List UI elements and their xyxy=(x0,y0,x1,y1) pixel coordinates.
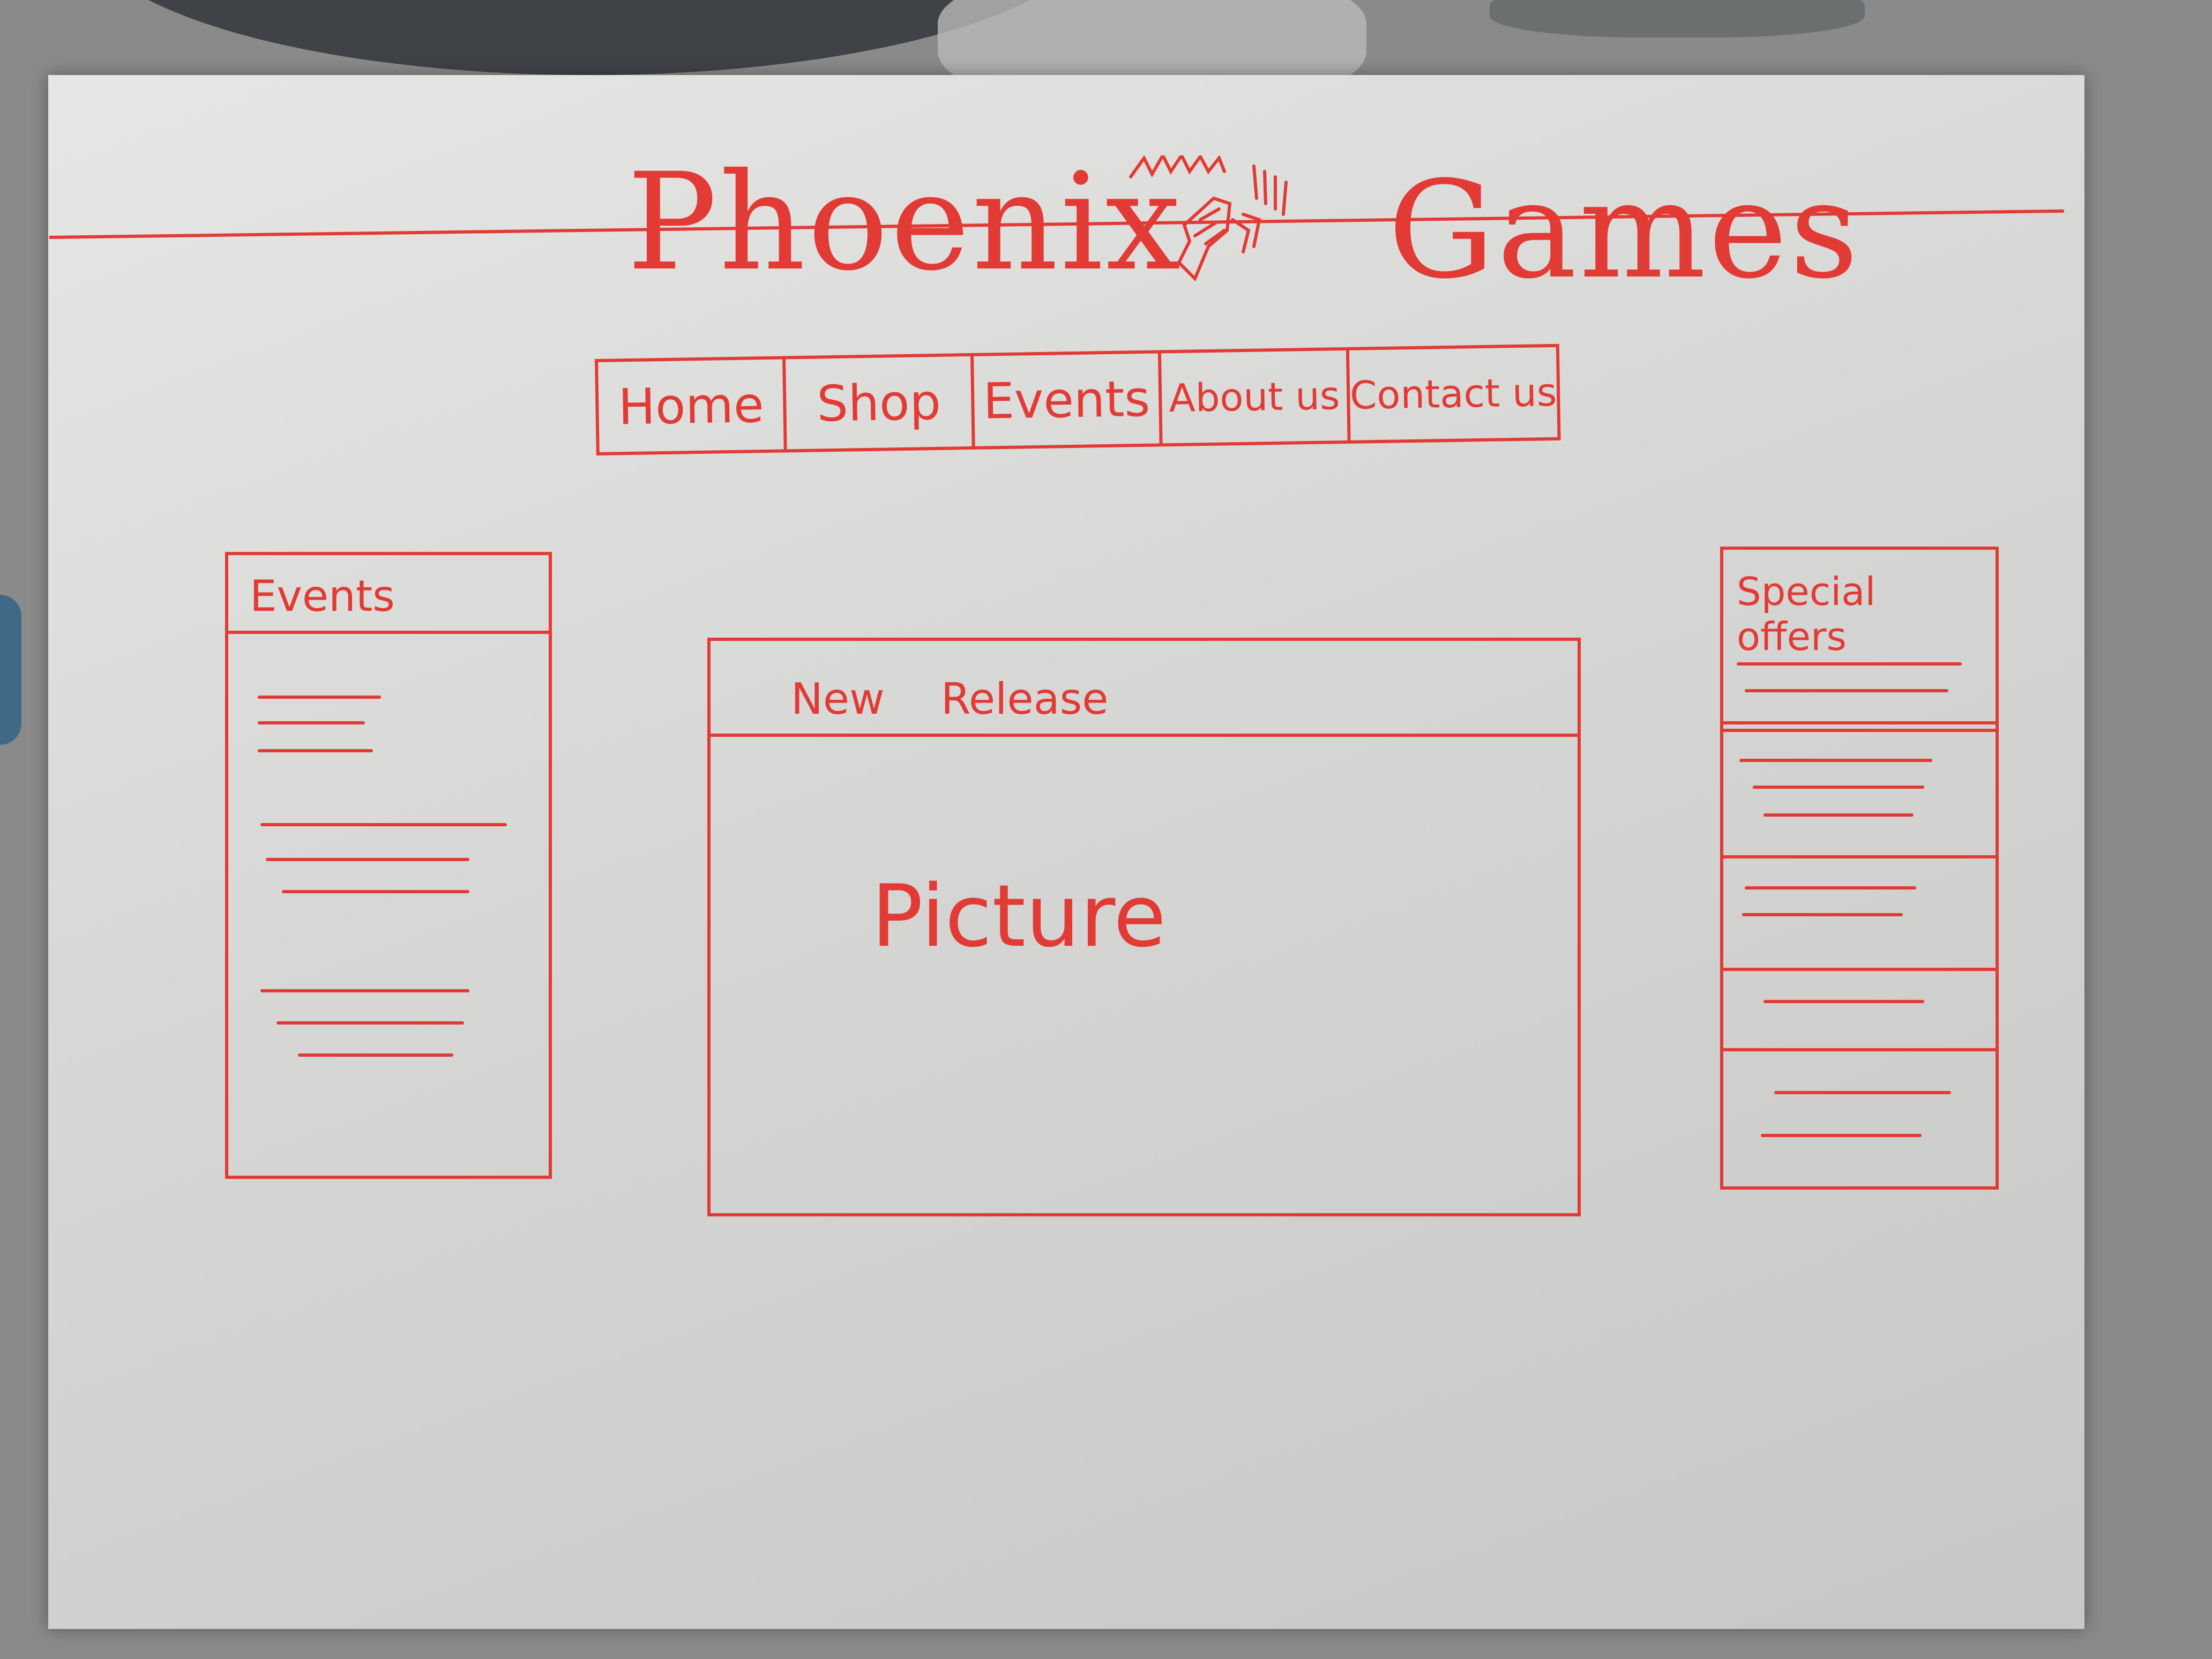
event-text-line xyxy=(258,696,381,699)
nav-events[interactable]: Events xyxy=(973,353,1163,446)
special-offers-title: Special offers xyxy=(1723,550,1996,732)
nav-shop[interactable]: Shop xyxy=(786,356,975,450)
sketch-paper: Phoenix Games xyxy=(48,75,2084,1629)
special-offers-panel: Special offers xyxy=(1720,547,1999,1190)
event-text-line xyxy=(258,721,365,724)
nav-contact-us[interactable]: Contact us xyxy=(1349,369,1557,418)
events-panel-title: Events xyxy=(228,555,549,634)
offer-text-line xyxy=(1763,813,1914,817)
offer-text-line xyxy=(1763,1000,1924,1003)
offer-divider xyxy=(1723,855,1996,858)
offer-text-line xyxy=(1745,689,1948,692)
main-nav: Home Shop Events About us Contact us xyxy=(595,343,1561,455)
nav-about-us[interactable]: About us xyxy=(1161,350,1351,444)
background-clutter xyxy=(1490,0,1865,38)
offer-divider xyxy=(1723,721,1996,724)
offer-text-line xyxy=(1774,1091,1951,1094)
event-text-line xyxy=(298,1053,453,1057)
event-text-line xyxy=(266,858,469,861)
picture-placeholder: Picture xyxy=(871,866,1167,966)
offer-text-line xyxy=(1737,662,1962,666)
offer-text-line xyxy=(1761,1134,1922,1137)
events-panel: Events xyxy=(225,552,552,1179)
offer-text-line xyxy=(1739,759,1932,762)
event-text-line xyxy=(260,989,469,992)
site-title-right: Games xyxy=(1388,152,1861,308)
offer-text-line xyxy=(1742,913,1903,916)
phoenix-bird-icon xyxy=(1129,155,1288,282)
background-blue-object xyxy=(0,595,21,745)
offer-text-line xyxy=(1745,886,1916,890)
nav-home[interactable]: Home xyxy=(598,359,788,452)
event-text-line xyxy=(282,890,469,893)
event-text-line xyxy=(258,749,373,752)
new-release-title: New Release xyxy=(711,641,1578,737)
offer-divider xyxy=(1723,968,1996,971)
new-release-panel[interactable]: New Release Picture xyxy=(707,638,1581,1216)
event-text-line xyxy=(276,1021,464,1025)
offer-text-line xyxy=(1753,786,1924,789)
event-text-line xyxy=(260,823,507,826)
offer-divider xyxy=(1723,1048,1996,1051)
